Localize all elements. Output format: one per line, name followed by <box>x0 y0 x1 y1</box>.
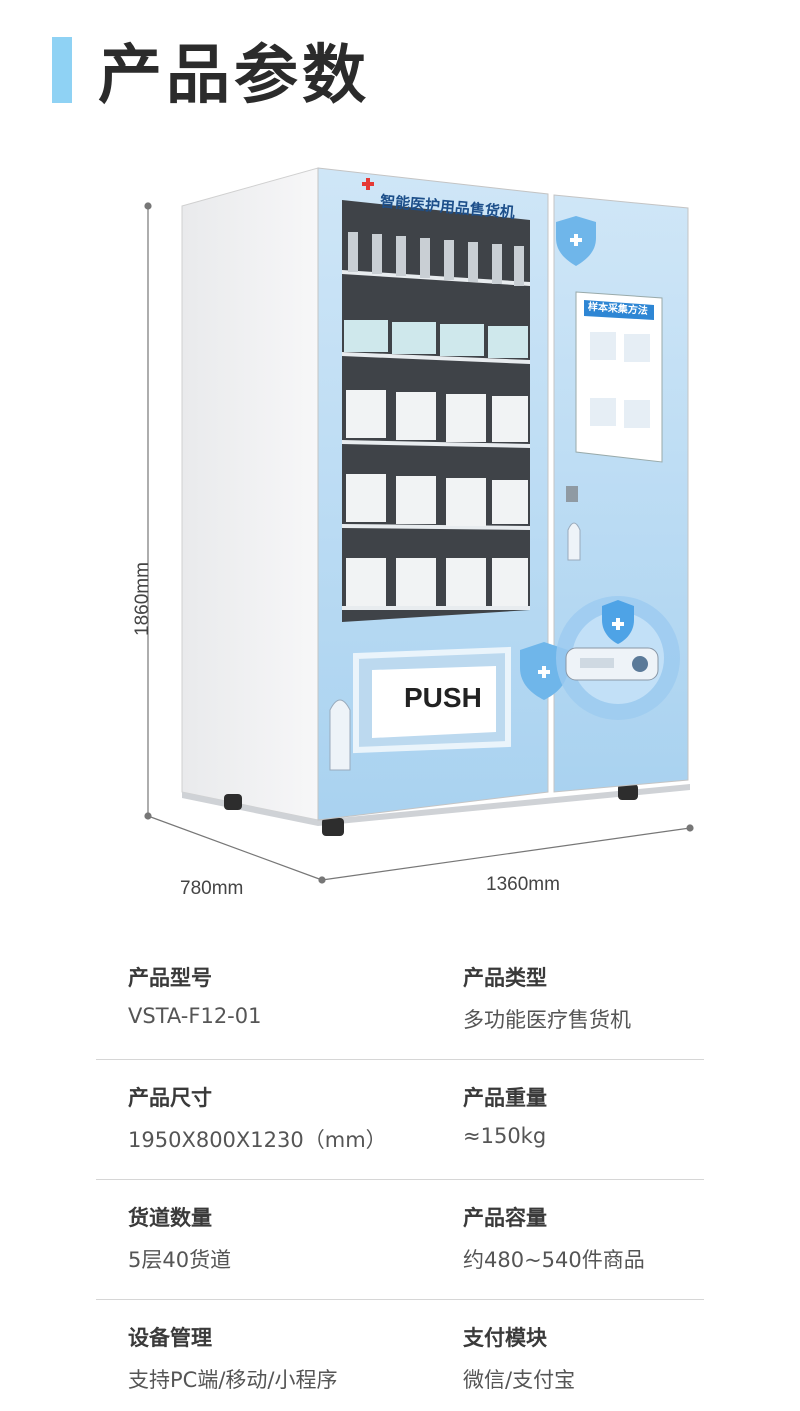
vending-machine-illustration <box>144 167 694 884</box>
spec-value: 1950X800X1230（mm） <box>128 1128 387 1152</box>
spec-value: VSTA-F12-01 <box>128 1004 262 1028</box>
spec-value: ≈150kg <box>463 1124 547 1148</box>
spec-label: 产品容量 <box>463 1206 547 1230</box>
spec-item: 产品尺寸 1950X800X1230（mm） <box>96 1082 431 1179</box>
wheels <box>224 784 638 836</box>
shield-icon <box>520 642 568 700</box>
section-header: 产品参数 <box>52 30 370 113</box>
spec-item: 产品重量 ≈150kg <box>431 1082 704 1179</box>
spec-value: 约480~540件商品 <box>463 1248 645 1272</box>
spec-label: 产品型号 <box>128 966 212 990</box>
spec-label: 产品重量 <box>463 1086 547 1110</box>
spec-row: 设备管理 支持PC端/移动/小程序 支付模块 微信/支付宝 <box>96 1300 704 1411</box>
spec-value: 支持PC端/移动/小程序 <box>128 1368 338 1392</box>
spec-label: 产品类型 <box>463 966 547 990</box>
push-door-label: PUSH <box>404 682 482 713</box>
dimension-height: 1860mm <box>131 562 153 636</box>
dimension-width: 1360mm <box>486 874 560 895</box>
spec-item: 货道数量 5层40货道 <box>96 1202 431 1299</box>
spec-label: 产品尺寸 <box>128 1086 212 1110</box>
spec-row: 产品型号 VSTA-F12-01 产品类型 多功能医疗售货机 <box>96 940 704 1060</box>
spec-item: 产品类型 多功能医疗售货机 <box>431 962 704 1059</box>
dimension-depth: 780mm <box>180 878 244 899</box>
spec-label: 设备管理 <box>128 1326 212 1350</box>
shield-icon <box>556 216 596 266</box>
spec-label: 支付模块 <box>463 1326 547 1350</box>
spec-value: 多功能医疗售货机 <box>463 1008 631 1032</box>
page-title: 产品参数 <box>98 39 370 113</box>
spec-item: 产品容量 约480~540件商品 <box>431 1202 704 1299</box>
spec-value: 微信/支付宝 <box>463 1368 576 1392</box>
shelves <box>342 270 530 610</box>
spec-item: 设备管理 支持PC端/移动/小程序 <box>96 1322 431 1411</box>
dimension-lines <box>144 202 694 884</box>
spec-value: 5层40货道 <box>128 1248 232 1272</box>
spec-item: 产品型号 VSTA-F12-01 <box>96 962 431 1059</box>
spec-row: 产品尺寸 1950X800X1230（mm） 产品重量 ≈150kg <box>96 1060 704 1180</box>
spec-label: 货道数量 <box>128 1206 212 1230</box>
spec-table: 产品型号 VSTA-F12-01 产品类型 多功能医疗售货机 产品尺寸 1950… <box>96 940 704 1411</box>
spec-item: 支付模块 微信/支付宝 <box>431 1322 704 1411</box>
accent-bar <box>52 37 72 103</box>
spec-row: 货道数量 5层40货道 产品容量 约480~540件商品 <box>96 1180 704 1300</box>
vending-machine-figure: 智能医护用品售货机 PUSH 样本采集方法 1860mm 780mm 1360m… <box>0 150 800 910</box>
